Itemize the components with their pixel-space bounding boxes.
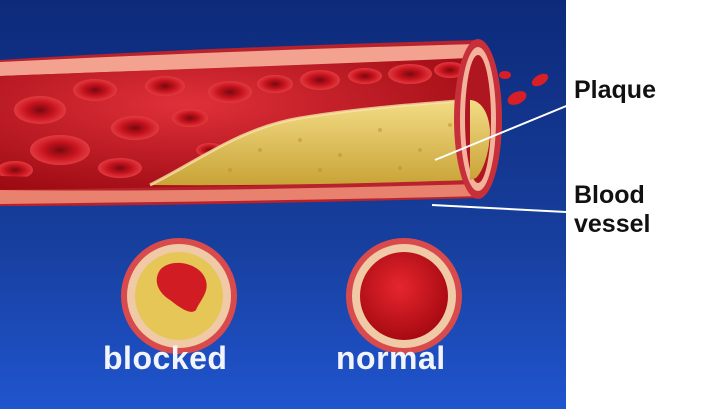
blocked-caption: blocked [103,340,227,376]
normal-caption: normal [336,340,446,376]
blood-vessel-label-line2: vessel [574,210,650,239]
blocked-cross-section [121,238,237,354]
vessel-opening [454,39,502,199]
blood-vessel-label: Blood vessel [574,181,650,239]
blood-vessel-label-line1: Blood [574,181,650,210]
plaque-label: Plaque [574,76,656,105]
normal-cross-section [346,238,462,354]
